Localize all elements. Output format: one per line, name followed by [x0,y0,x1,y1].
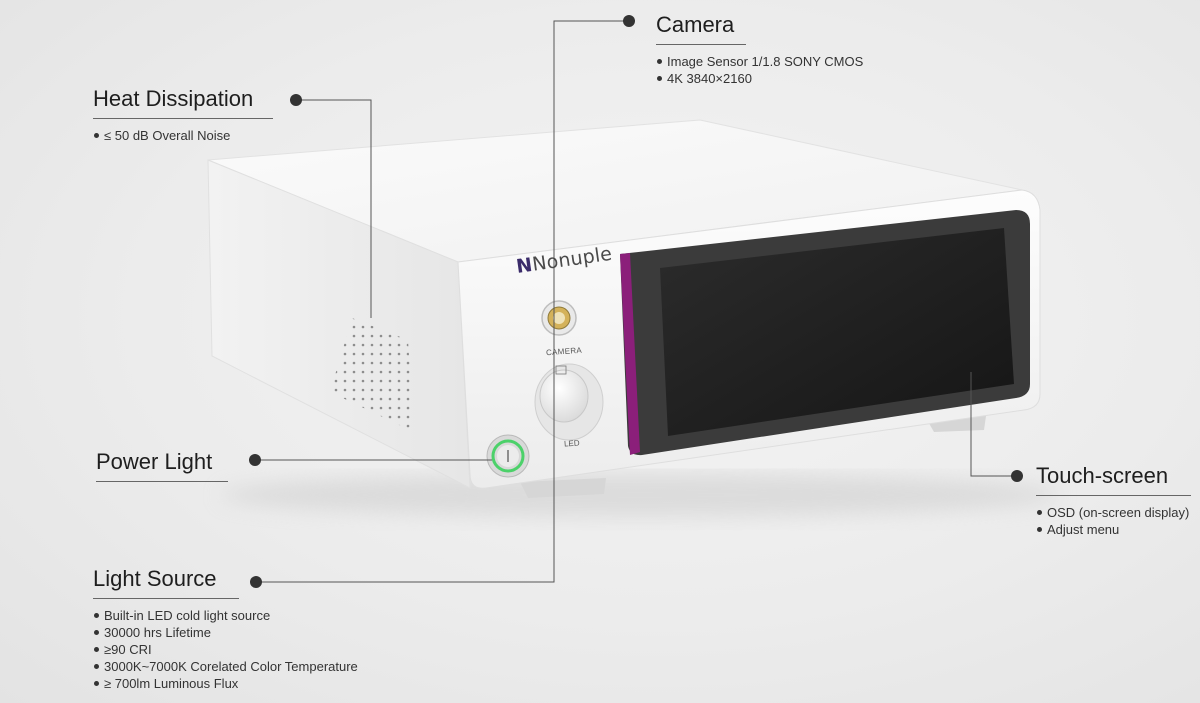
callout-list: Built-in LED cold light source 30000 hrs… [93,607,358,692]
leader-heat [296,99,372,318]
callout-touch-screen: Touch-screen OSD (on-screen display) Adj… [1036,463,1191,538]
camera-connector-pins [553,312,565,324]
callout-list: ≤ 50 dB Overall Noise [93,127,273,144]
leader-dot [623,15,635,27]
floor-shadow [220,473,1060,517]
callout-item: ≤ 50 dB Overall Noise [93,127,273,144]
callout-light-source: Light Source Built-in LED cold light sou… [93,566,358,692]
callout-power-light: Power Light [96,449,228,482]
leader-camera-light [256,20,629,583]
callout-title: Light Source [93,566,239,599]
leader-dots [249,15,1023,588]
leader-touch [970,372,1017,477]
led-knob-label: LED [563,438,580,449]
callout-item: Image Sensor 1/1.8 SONY CMOS [656,53,863,70]
callout-item: 30000 hrs Lifetime [93,624,358,641]
leader-lines [255,20,1017,583]
screen-accent-stripe [620,253,640,455]
callout-title: Heat Dissipation [93,86,273,119]
callout-title: Camera [656,12,746,45]
callout-item: Adjust menu [1036,521,1191,538]
callout-heat-dissipation: Heat Dissipation ≤ 50 dB Overall Noise [93,86,273,144]
leader-dot [1011,470,1023,482]
callout-item: OSD (on-screen display) [1036,504,1191,521]
touch-screen[interactable] [660,228,1014,436]
callout-title: Power Light [96,449,228,482]
callout-camera: Camera Image Sensor 1/1.8 SONY CMOS 4K 3… [656,12,863,87]
callout-item: ≥ 700lm Luminous Flux [93,675,358,692]
device-foot [520,478,606,498]
vent-grille [330,318,414,432]
callout-title: Touch-screen [1036,463,1191,496]
led-indicator-icon [555,365,567,375]
leader-dot [290,94,302,106]
callout-item: 3000K~7000K Corelated Color Temperature [93,658,358,675]
callout-list: Image Sensor 1/1.8 SONY CMOS 4K 3840×216… [656,53,863,87]
callout-item: 4K 3840×2160 [656,70,863,87]
leader-dot [249,454,261,466]
callout-item: Built-in LED cold light source [93,607,358,624]
callout-list: OSD (on-screen display) Adjust menu [1036,504,1191,538]
led-knob[interactable] [539,369,589,423]
power-light-ring [491,439,525,473]
leader-dot [250,576,262,588]
callout-item: ≥90 CRI [93,641,358,658]
